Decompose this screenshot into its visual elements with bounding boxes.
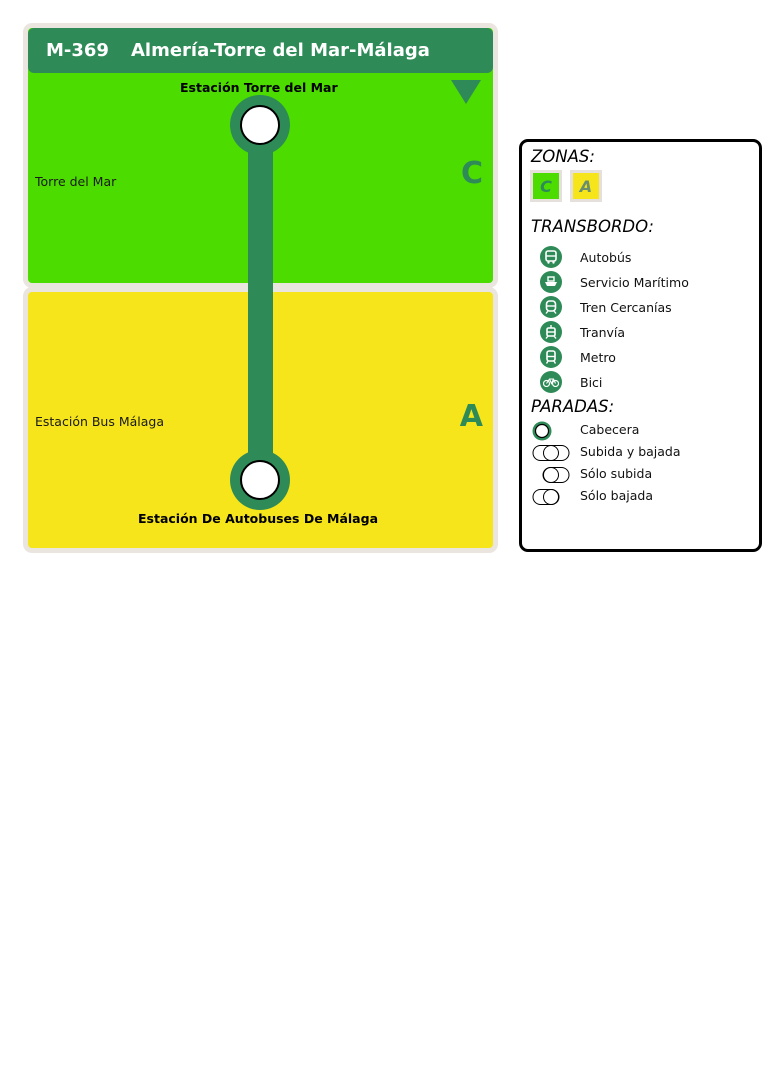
legend-stop-label: Subida y bajada [580, 444, 681, 459]
tram-icon [540, 321, 562, 343]
legend-panel: ZONAS: C A TRANSBORDO: Autobús Servicio … [519, 139, 762, 552]
legend-stop-label: Cabecera [580, 422, 640, 437]
legend-transfer-bus: Autobús [540, 246, 631, 268]
legend-transfer-label: Bici [580, 374, 603, 390]
legend-transfer-label: Servicio Marítimo [580, 274, 689, 290]
route-map: Torre del Mar C Estación Bus Málaga A M-… [23, 23, 498, 553]
board-alight-stop-icon [532, 445, 570, 461]
stop-marker-origin[interactable] [230, 95, 290, 155]
route-name: Almería-Torre del Mar-Málaga [130, 40, 430, 61]
zone-c-letter: C [460, 156, 483, 191]
legend-stop-label: Sólo subida [580, 466, 653, 481]
legend-transfer-title: TRANSBORDO: [531, 217, 654, 236]
train-icon [540, 296, 562, 318]
legend-transfer-label: Tranvía [580, 324, 626, 340]
zone-a-letter: A [459, 399, 483, 434]
legend-transfer-bike: Bici [540, 371, 602, 393]
legend-zones-title: ZONAS: [531, 147, 595, 166]
legend-transfer-tram: Tranvía [540, 321, 625, 343]
ship-icon [540, 271, 562, 293]
zone-a-locality: Estación Bus Málaga [35, 414, 165, 429]
legend-zone-a: A [570, 170, 602, 202]
stop-name-destination: Estación De Autobuses De Málaga [138, 511, 379, 526]
stop-marker-destination[interactable] [230, 450, 290, 510]
route-line [248, 123, 273, 479]
legend-transfer-train: Tren Cercanías [540, 296, 672, 318]
terminal-stop-icon [532, 421, 552, 441]
bus-icon [540, 246, 562, 268]
legend-transfer-metro: Metro [540, 346, 616, 368]
board-only-stop-icon [542, 467, 570, 483]
zone-c-locality: Torre del Mar [35, 174, 117, 189]
legend-transfer-ship: Servicio Marítimo [540, 271, 689, 293]
alight-only-stop-icon [532, 489, 560, 505]
bike-icon [540, 371, 562, 393]
legend-transfer-label: Tren Cercanías [580, 299, 672, 315]
legend-zone-c: C [530, 170, 562, 202]
route-header: M-369 Almería-Torre del Mar-Málaga [28, 28, 493, 73]
route-code: M-369 [46, 40, 109, 61]
metro-icon [540, 346, 562, 368]
legend-stops-title: PARADAS: [531, 397, 615, 416]
legend-stop-label: Sólo bajada [580, 488, 653, 503]
triangle-down-icon [451, 80, 481, 104]
stop-name-origin: Estación Torre del Mar [180, 80, 338, 95]
legend-transfer-label: Autobús [580, 249, 632, 265]
legend-transfer-label: Metro [580, 349, 616, 365]
